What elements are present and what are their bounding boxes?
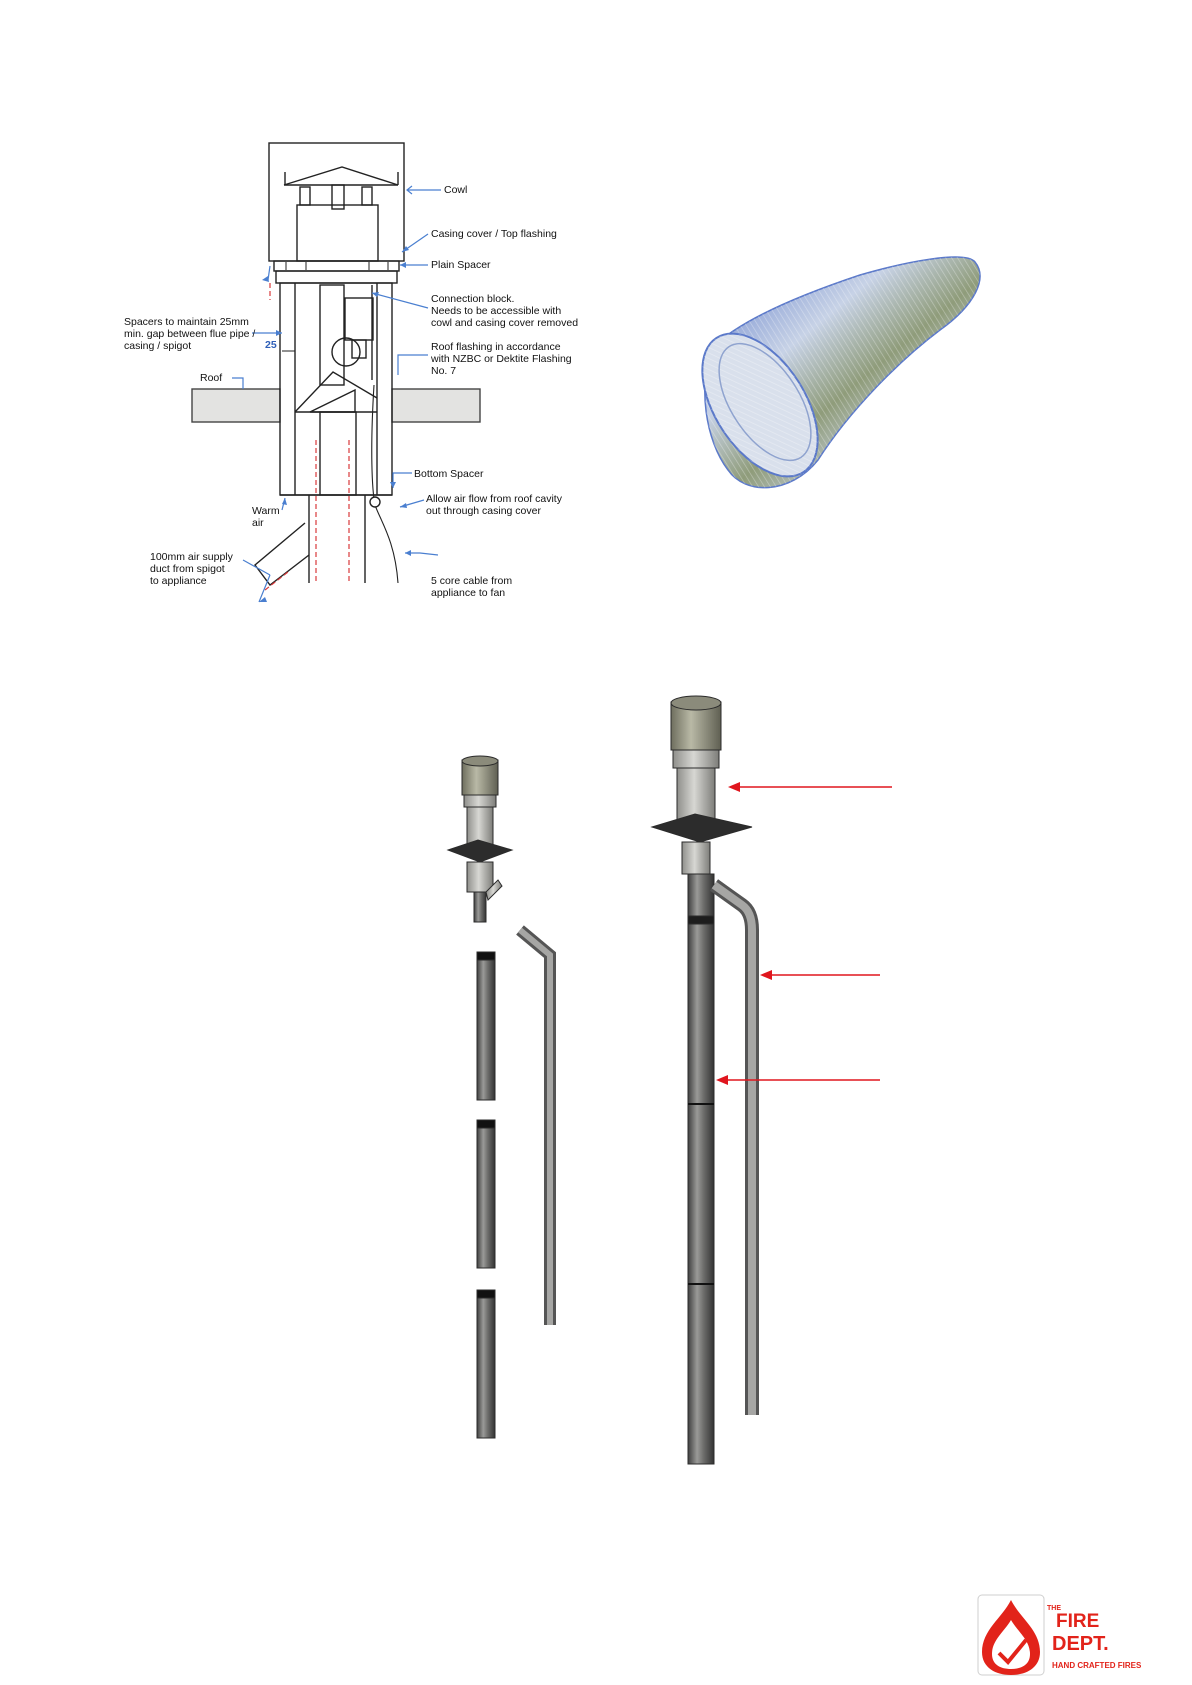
cowl-box <box>268 142 405 262</box>
flue-kit-assembled <box>650 695 759 1465</box>
label-warm-air: air <box>252 517 264 529</box>
flexible-duct-hose-image <box>701 256 981 489</box>
air-supply-arrow <box>258 574 271 603</box>
label-bottom-spacer: Bottom Spacer <box>414 468 484 480</box>
label-roof: Roof <box>200 372 222 384</box>
label-air-supply: to appliance <box>150 575 207 587</box>
logo-the: THE <box>1047 1605 1061 1612</box>
leader-arrowheads <box>259 246 411 602</box>
label-plain-spacer: Plain Spacer <box>431 259 491 271</box>
label-connection-block: Connection block. <box>431 293 514 305</box>
fire-dept-logo: THE FIRE DEPT. HAND CRAFTED FIRES <box>977 1594 1142 1676</box>
callout-arrows <box>716 782 892 1085</box>
label-spacers: Spacers to maintain 25mm <box>124 316 249 328</box>
label-cable: appliance to fan <box>431 587 505 599</box>
checkmark-icon <box>997 1638 1028 1665</box>
logo-tagline: HAND CRAFTED FIRES <box>1052 1661 1142 1670</box>
label-air-supply: 100mm air supply <box>150 551 234 563</box>
label-cable: 5 core cable from <box>431 575 512 587</box>
flue-installation-diagram <box>191 142 481 586</box>
label-roof-flashing: Roof flashing in accordance <box>431 341 561 353</box>
label-connection-block: Needs to be accessible with <box>431 305 561 317</box>
logo-dept: DEPT. <box>1052 1633 1109 1655</box>
roof-band <box>391 388 481 423</box>
casing-top-plate <box>273 260 400 272</box>
label-spacers: casing / spigot <box>124 340 191 352</box>
label-connection-block: cowl and casing cover removed <box>431 317 578 329</box>
label-cowl: Cowl <box>444 184 467 196</box>
logo-fire: FIRE <box>1056 1611 1099 1632</box>
roof-band <box>191 388 281 423</box>
label-roof-flashing: No. 7 <box>431 365 456 377</box>
label-allow-air: Allow air flow from roof cavity <box>426 493 563 505</box>
casing <box>279 282 393 496</box>
label-roof-flashing: with NZBC or Dektite Flashing <box>430 353 572 365</box>
flue-centrelines <box>264 283 350 591</box>
label-warm-air: Warm <box>252 505 280 517</box>
label-casing-cover: Casing cover / Top flashing <box>431 228 557 240</box>
label-dimension-25: 25 <box>265 339 277 351</box>
flue-kit-exploded <box>446 755 556 1439</box>
label-allow-air: out through casing cover <box>426 505 541 517</box>
label-air-supply: duct from spigot <box>150 563 225 575</box>
label-spacers: min. gap between flue pipe / <box>124 328 255 340</box>
